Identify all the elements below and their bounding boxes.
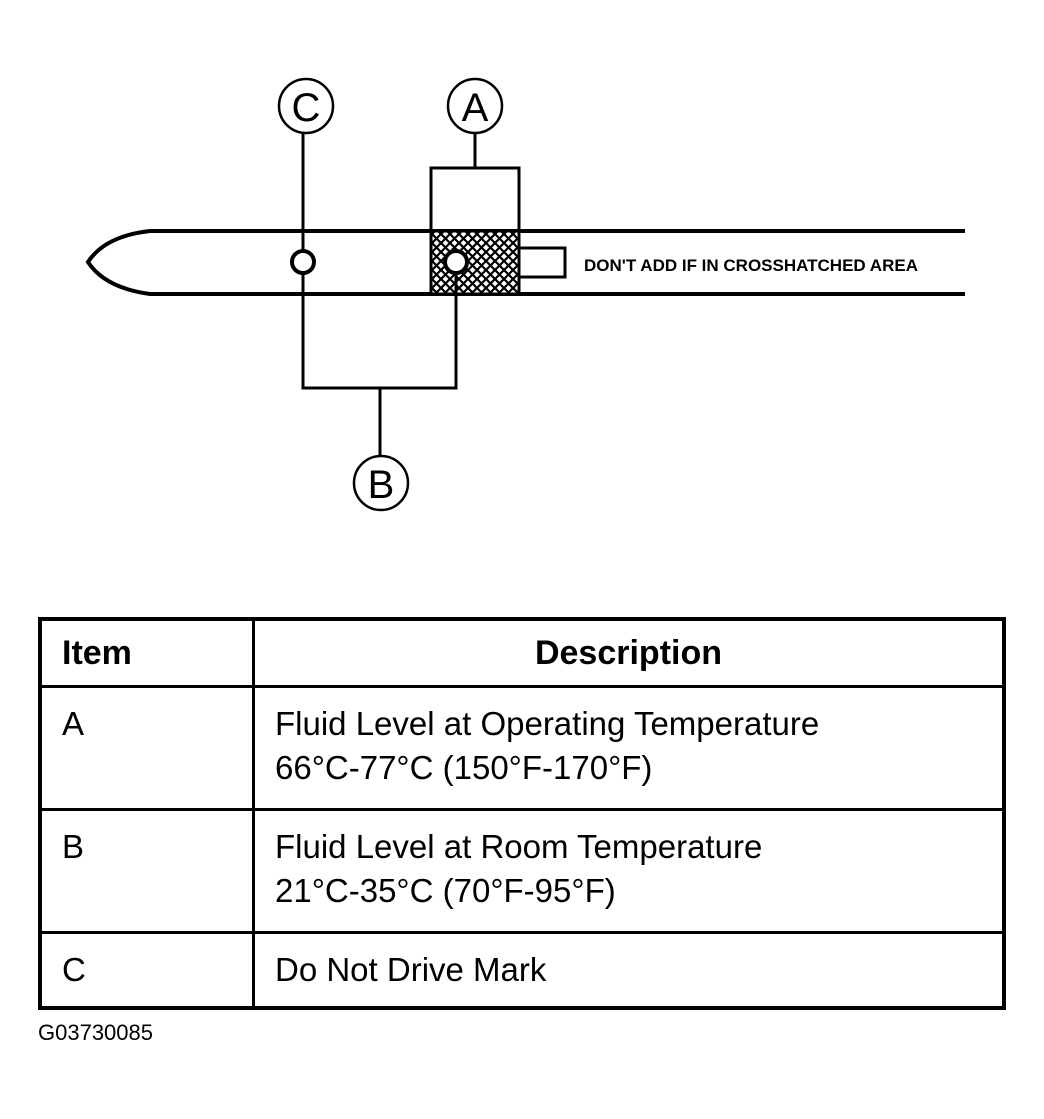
figure-id: G03730085 bbox=[38, 1020, 153, 1045]
dipstick-diagram: A C B DON'T ADD IF IN CROSSHATCHED AREA bbox=[85, 77, 965, 512]
row-description: Do Not Drive Mark bbox=[252, 931, 1006, 1010]
callout-a-label: A bbox=[462, 86, 489, 130]
row-item: C bbox=[38, 931, 255, 1010]
row-item: B bbox=[38, 808, 255, 934]
bracket-a bbox=[429, 166, 521, 231]
callout-a-circle bbox=[446, 77, 504, 135]
description-line: Fluid Level at Room Temperature bbox=[275, 828, 763, 865]
table-row: C Do Not Drive Mark bbox=[38, 931, 1006, 1010]
description-line: Do Not Drive Mark bbox=[275, 951, 547, 988]
legend-header-row: Item Description bbox=[38, 617, 1006, 688]
do-not-drive-mark bbox=[290, 249, 316, 275]
callout-b-circle bbox=[352, 454, 410, 512]
legend-table: Item Description A Fluid Level at Operat… bbox=[38, 617, 1006, 1010]
crosshatch-note: DON'T ADD IF IN CROSSHATCHED AREA bbox=[584, 256, 918, 275]
description-line: 66°C-77°C (150°F-170°F) bbox=[275, 749, 653, 786]
dipstick-blade bbox=[85, 229, 965, 296]
table-row: A Fluid Level at Operating Temperature 6… bbox=[38, 685, 1006, 811]
callout-b-label: B bbox=[368, 463, 395, 507]
description-line: Fluid Level at Operating Temperature bbox=[275, 705, 820, 742]
dipstick-tab bbox=[519, 246, 567, 279]
header-item: Item bbox=[38, 617, 255, 688]
row-item: A bbox=[38, 685, 255, 811]
crosshatched-area bbox=[429, 229, 521, 296]
row-description: Fluid Level at Room Temperature 21°C-35°… bbox=[252, 808, 1006, 934]
table-row: B Fluid Level at Room Temperature 21°C-3… bbox=[38, 808, 1006, 934]
header-description: Description bbox=[252, 617, 1006, 688]
callout-c-circle bbox=[277, 77, 335, 135]
row-description: Fluid Level at Operating Temperature 66°… bbox=[252, 685, 1006, 811]
callout-c-label: C bbox=[292, 86, 321, 130]
description-line: 21°C-35°C (70°F-95°F) bbox=[275, 872, 616, 909]
level-hole bbox=[443, 249, 469, 275]
